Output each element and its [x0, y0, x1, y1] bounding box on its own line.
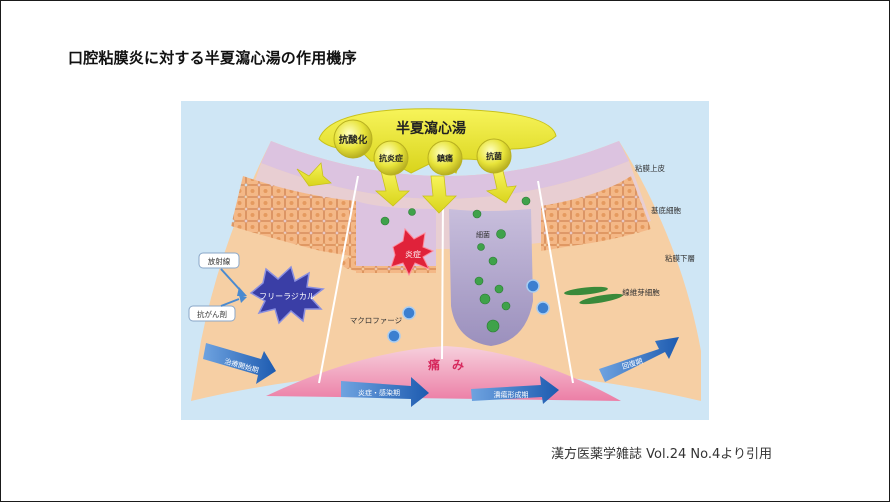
slide-title: 口腔粘膜炎に対する半夏瀉心湯の作用機序: [68, 49, 357, 67]
phase-label-3: 潰瘍形成期: [494, 390, 529, 399]
phase-label-2: 炎症・感染期: [358, 388, 400, 397]
inflammation-label: 炎症: [405, 249, 421, 259]
anticancer-box: 抗がん剤: [188, 305, 236, 322]
layer-label-epithelium: 粘膜上皮: [635, 163, 665, 173]
layer-label-basal: 基底細胞: [651, 205, 681, 215]
divider-3: [537, 180, 574, 384]
free-radical-label: フリーラジカル: [259, 292, 315, 301]
divider-2: [441, 198, 444, 360]
action-anti-inflammatory-label: 抗炎症: [379, 153, 403, 163]
fibroblast-label: 線維芽細胞: [622, 287, 660, 297]
phase-arrow-2: 炎症・感染期: [341, 377, 429, 407]
action-analgesic-label: 鎮痛: [436, 153, 453, 163]
epithelial-cells-left: [231, 176, 356, 271]
pain-label: 痛 み: [427, 357, 464, 372]
macrophage-cluster: [387, 279, 550, 343]
macrophage-label: マクロファージ: [350, 316, 403, 325]
epithelium-layer: [261, 141, 629, 200]
divider-1: [318, 175, 359, 384]
mechanism-diagram: 半夏瀉心湯 抗酸化 抗炎症 鎮痛 抗菌 粘膜上皮 基底細胞 粘膜下層 放射線 抗…: [181, 101, 709, 420]
bacteria-cluster: [380, 196, 531, 333]
drug-label: 半夏瀉心湯: [396, 120, 466, 137]
action-antibacterial: 抗菌: [476, 138, 512, 174]
action-analgesic: 鎮痛: [427, 140, 463, 176]
action-anti-inflammatory: 抗炎症: [373, 140, 409, 176]
free-radical-burst: [249, 265, 325, 325]
inflammation-burst: [390, 227, 435, 277]
phase-arrow-3: 潰瘍形成期: [471, 376, 559, 404]
action-antibacterial-label: 抗菌: [486, 151, 502, 161]
anticancer-label: 抗がん剤: [197, 309, 227, 319]
ulcer: [449, 209, 533, 346]
action-antioxidant-label: 抗酸化: [339, 134, 368, 146]
layer-label-submucosa: 粘膜下層: [665, 253, 695, 263]
bacteria-label: 細菌: [476, 230, 490, 239]
action-antioxidant: 抗酸化: [333, 119, 373, 159]
radiation-label: 放射線: [208, 256, 231, 266]
radiation-box: 放射線: [198, 252, 240, 269]
fibroblast-cells: [564, 286, 623, 305]
source-caption: 漢方医薬学雑誌 Vol.24 No.4より引用: [551, 447, 772, 462]
epithelial-cells-right: [541, 176, 651, 251]
